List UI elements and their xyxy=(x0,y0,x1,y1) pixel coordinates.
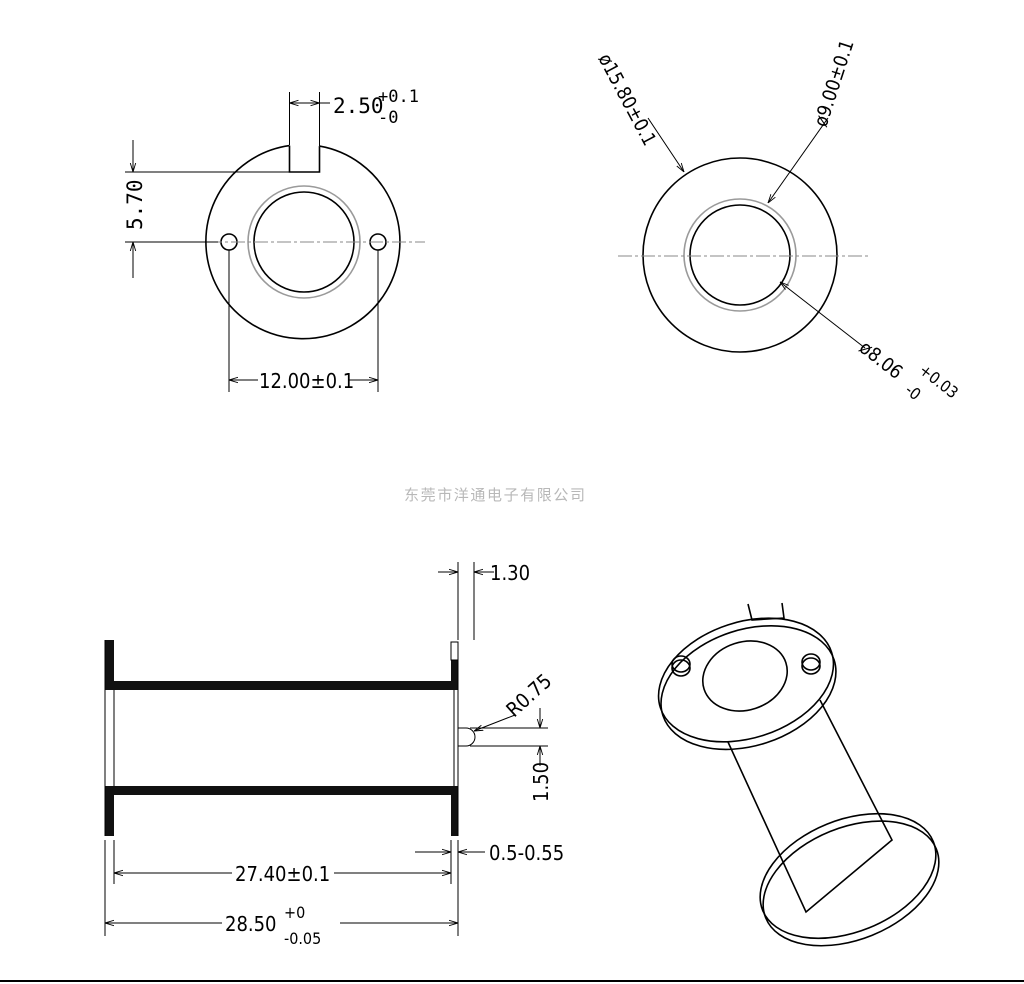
inner-length-label: 27.40±0.1 xyxy=(235,862,330,886)
isometric-view xyxy=(657,602,940,947)
end-view-slot: 2.50 +0.1 -0 5.70 12.00±0.1 xyxy=(123,87,425,393)
overall-tol-minus: -0.05 xyxy=(284,929,321,948)
tube-inner-tol-minus: -0 xyxy=(902,380,925,404)
pin-outline xyxy=(458,727,476,747)
tube-body xyxy=(727,699,894,914)
tube-outer-circle xyxy=(683,198,797,312)
flange-thickness-label: 1.30 xyxy=(490,561,530,585)
company-watermark: 东莞市洋通电子有限公司 xyxy=(404,486,587,504)
slot-tol-minus: -0 xyxy=(378,108,398,128)
tube-outer-diameter-label: ø9.00±0.1 xyxy=(810,37,859,129)
gap-label: 0.5-0.55 xyxy=(489,841,564,865)
tube-inner-diameter-label: ø8.06 xyxy=(855,337,907,384)
pin-radius-label: R0.75 xyxy=(501,669,556,722)
pin-spacing-label: 12.00±0.1 xyxy=(259,369,354,393)
overall-length-label: 28.50 xyxy=(225,912,277,936)
tube-inner-circle xyxy=(689,204,791,306)
iso-slot xyxy=(747,602,785,621)
slot-outline xyxy=(288,145,321,173)
end-view-diameters: ø15.80±0.1 ø9.00±0.1 ø8.06 +0.03 -0 xyxy=(594,37,962,404)
slot-width-label: 2.50 xyxy=(333,94,384,118)
overall-tol-plus: +0 xyxy=(284,903,305,922)
slot-depth-label: 5.70 xyxy=(123,179,147,230)
flange-circle xyxy=(642,157,838,353)
flange-diameter-label: ø15.80±0.1 xyxy=(594,50,661,149)
pin-length-label: 1.50 xyxy=(529,762,553,802)
flange-outline xyxy=(205,144,401,340)
side-view: 1.30 R0.75 1.50 0.5-0.55 27.40±0.1 28.50… xyxy=(104,561,564,948)
tube-inner-tol-plus: +0.03 xyxy=(916,360,962,402)
slot-tol-plus: +0.1 xyxy=(378,87,419,107)
